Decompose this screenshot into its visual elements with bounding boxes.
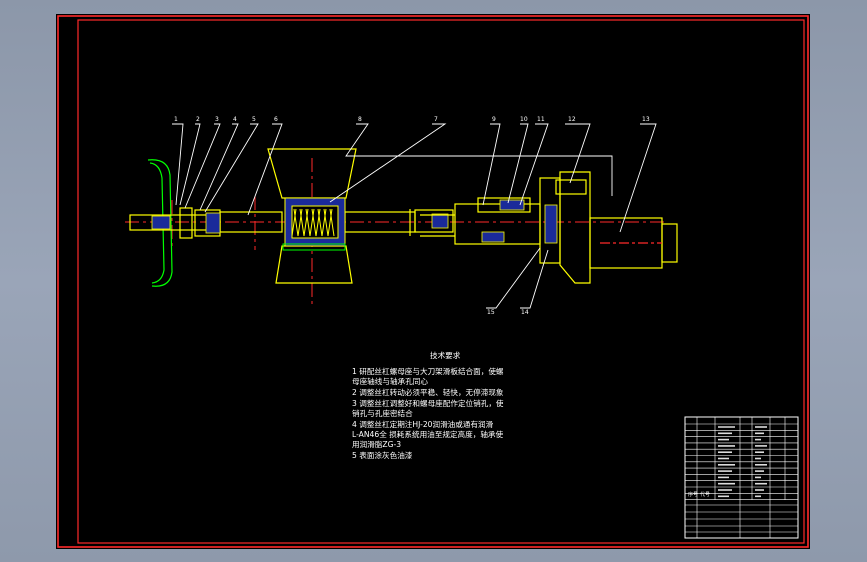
part-label: 6 (274, 116, 278, 123)
bom-header-label: 代号 (700, 491, 710, 498)
motor-body (555, 179, 662, 244)
shaft-hatch (151, 212, 449, 234)
note-line: 5 表面涂灰色油漆 (352, 450, 413, 460)
part-label: 1 (174, 116, 178, 123)
part-label: 14 (521, 309, 529, 316)
part-label: 4 (233, 116, 237, 123)
centerline (125, 158, 665, 305)
part-label: 2 (196, 116, 200, 123)
bearing-hatch (481, 199, 558, 244)
technical-notes: 技术要求 1 研配丝杠螺母座与大刀架滑板结合面，使螺 母座轴线与轴承孔同心 2 … (352, 350, 504, 460)
note-line: L-AN46全 损耗系统用油至规定高度，轴承使 (352, 429, 504, 439)
note-line: 1 研配丝杠螺母座与大刀架滑板结合面，使螺 (352, 366, 504, 376)
notes-heading: 技术要求 (430, 350, 461, 360)
drawing-canvas: 1 2 3 4 5 6 8 7 9 10 11 12 13 15 14 技术要求… (57, 15, 809, 548)
note-line: 2 调整丝杠转动必须平稳、轻快，无停滞现象 (352, 387, 504, 397)
drawing-sheet: 1 2 3 4 5 6 8 7 9 10 11 12 13 15 14 技术要求… (56, 14, 810, 549)
note-line: 3 调整丝杠调整好和螺母座配作定位销孔，使 (352, 398, 504, 408)
note-line: 母座轴线与轴承孔同心 (352, 376, 428, 386)
part-label: 5 (252, 116, 256, 123)
title-block (684, 416, 799, 539)
sheet-border (57, 15, 809, 548)
part-label: 13 (642, 116, 650, 123)
title-block-labels: 序号 代号 (688, 491, 710, 498)
bom-header-label: 序号 (688, 491, 698, 498)
part-label: 3 (215, 116, 219, 123)
note-line: 用润滑脂ZG-3 (352, 439, 401, 449)
part-label: 10 (520, 116, 528, 123)
note-line: 4 调整丝杠定期注HJ-20润滑油或通有润滑 (352, 419, 494, 429)
part-label: 9 (492, 116, 496, 123)
part-label: 11 (537, 116, 545, 123)
part-labels: 1 2 3 4 5 6 8 7 9 10 11 12 13 15 14 (174, 116, 650, 316)
note-line: 销孔与孔座密结合 (352, 408, 413, 418)
part-label: 15 (487, 309, 495, 316)
leader-lines (172, 123, 657, 309)
part-label: 8 (358, 116, 362, 123)
part-label: 12 (568, 116, 576, 123)
part-label: 7 (434, 116, 438, 123)
nut-assembly (282, 197, 346, 251)
